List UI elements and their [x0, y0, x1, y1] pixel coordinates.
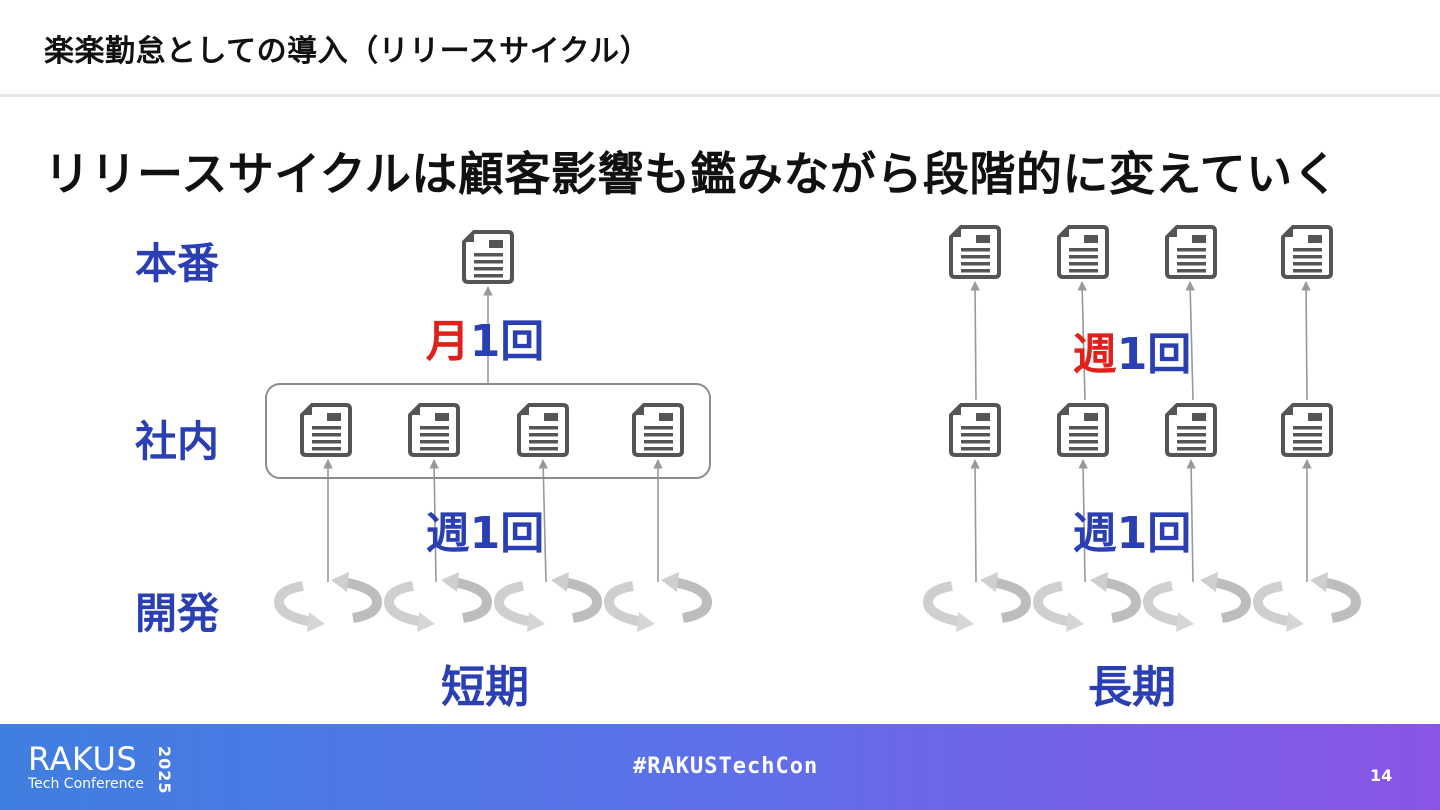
long-term-arrows	[970, 281, 1312, 583]
long-term-label: 長期	[1088, 662, 1176, 713]
headline: リリースサイクルは顧客影響も鑑みながら段階的に変えていく	[44, 147, 1340, 201]
document-icon	[517, 403, 569, 457]
long-term-development-cycles	[928, 572, 1356, 632]
document-icon	[1281, 225, 1333, 279]
logo-year: 2025	[155, 746, 174, 795]
document-icon	[300, 403, 352, 457]
internal-release-group	[265, 383, 711, 479]
document-icon	[949, 225, 1001, 279]
logo-brand: RAKUS	[28, 740, 138, 778]
slide-title: 楽楽勤怠としての導入（リリースサイクル）	[44, 34, 651, 69]
monthly-prefix: 月	[425, 316, 470, 367]
row-label-development: 開発	[135, 589, 220, 638]
document-icon	[1057, 225, 1109, 279]
weekly-prefix: 週	[1072, 329, 1117, 380]
row-label-production: 本番	[135, 239, 220, 288]
document-icon	[1281, 403, 1333, 457]
page-number: 14	[1370, 766, 1393, 785]
row-label-internal: 社内	[135, 417, 220, 466]
release-cycle-diagram	[265, 225, 1440, 724]
cycle-arrows-icon	[389, 572, 487, 632]
slide-footer: RAKUS Tech Conference 2025 #RAKUSTechCon…	[0, 724, 1440, 810]
short-term-label: 短期	[441, 662, 529, 713]
short-term-dev-arrows	[323, 286, 663, 583]
weekly-suffix: 1回	[1116, 329, 1192, 380]
long-term-weekly-label: 週1回	[1072, 508, 1192, 559]
document-icon	[1165, 403, 1217, 457]
monthly-suffix: 1回	[469, 316, 545, 367]
cycle-arrows-icon	[1038, 572, 1136, 632]
hashtag: #RAKUSTechCon	[633, 754, 819, 779]
conference-logo: RAKUS Tech Conference 2025	[28, 740, 174, 795]
cycle-arrows-icon	[1148, 572, 1246, 632]
document-icon	[1057, 403, 1109, 457]
cycle-arrows-icon	[928, 572, 1026, 632]
document-icon	[462, 230, 514, 284]
cycle-arrows-icon	[499, 572, 597, 632]
document-icon	[408, 403, 460, 457]
document-icon	[1165, 225, 1217, 279]
long-term-weekly-top-label: 週1回	[1073, 318, 1192, 382]
document-icon	[632, 403, 684, 457]
short-term-weekly-label: 週1回	[425, 508, 545, 559]
document-icon	[949, 403, 1001, 457]
short-term-monthly-label: 月1回	[426, 305, 545, 369]
slide-header: 楽楽勤怠としての導入（リリースサイクル）	[0, 0, 1440, 97]
logo-subtitle: Tech Conference	[28, 776, 144, 792]
short-term-development-cycles	[279, 572, 707, 632]
